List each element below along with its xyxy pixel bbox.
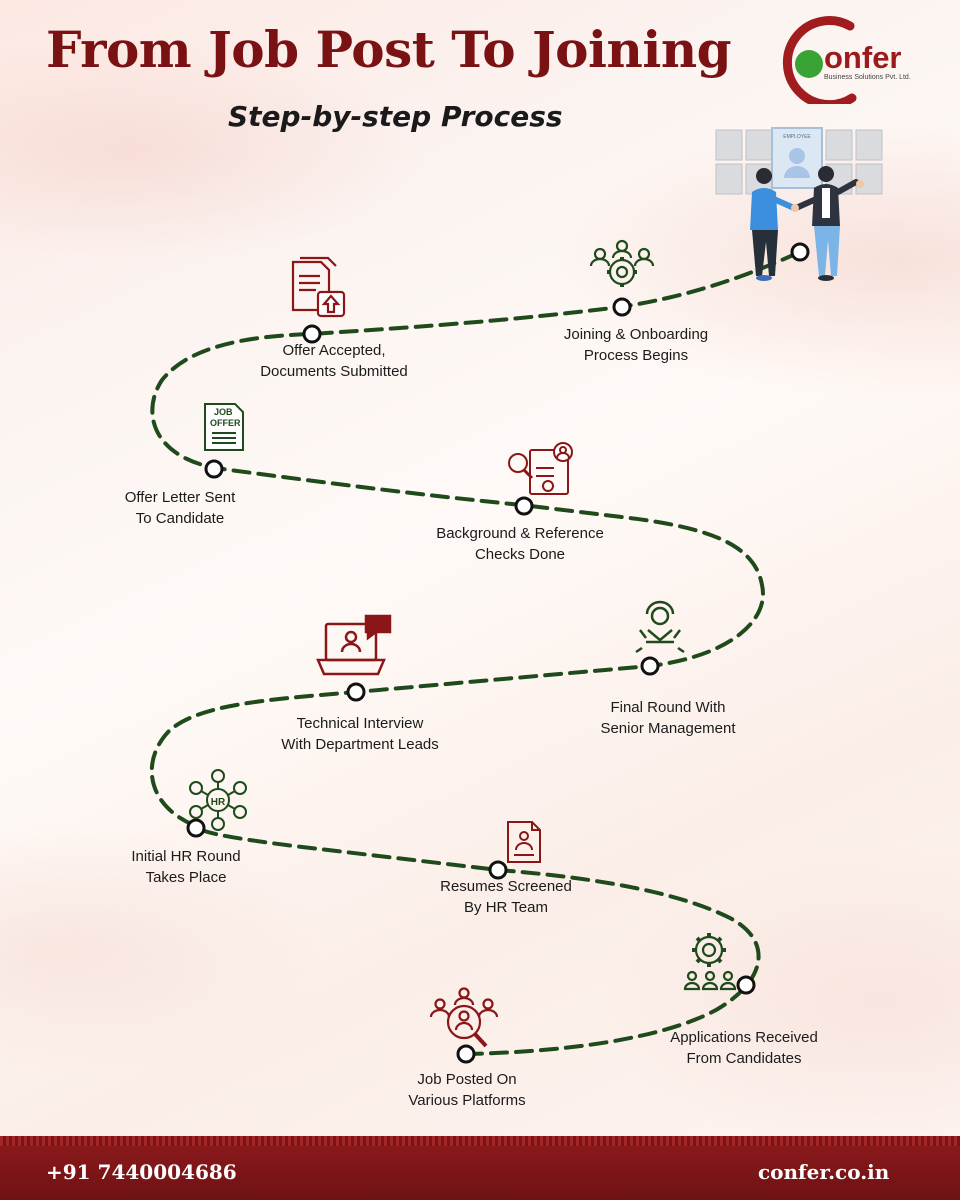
svg-text:EMPLOYEE: EMPLOYEE: [783, 134, 811, 140]
documents-upload-icon: [291, 256, 346, 318]
step-label-9: Offer Accepted,Documents Submitted: [260, 342, 408, 380]
handshake-illustration: EMPLOYEE: [715, 127, 883, 281]
senior-management-icon: [635, 600, 685, 654]
footer-website[interactable]: confer.co.in: [758, 1160, 890, 1184]
step-node-1: [456, 1044, 476, 1064]
svg-text:JOB: JOB: [214, 407, 233, 417]
step-node-9: [302, 324, 322, 344]
page-title: From Job Post To Joining: [46, 20, 732, 79]
step-node-10: [612, 297, 632, 317]
logo-green-dot: [795, 50, 823, 78]
dashed-road-path: [149, 250, 802, 1056]
step-node-2: [736, 975, 756, 995]
step-node-end: [790, 242, 810, 262]
logo-word: onfer: [824, 40, 902, 75]
hr-network-icon: HR: [189, 769, 247, 831]
laptop-interview-icon: [316, 614, 392, 676]
step-node-7: [514, 496, 534, 516]
step-node-8: [204, 459, 224, 479]
onboarding-team-icon: [589, 239, 655, 287]
svg-text:HR: HR: [211, 797, 226, 808]
logo-tagline: Business Solutions Pvt. Ltd.: [824, 74, 911, 81]
footer-bar: [0, 1136, 960, 1200]
footer-pattern: [0, 1136, 960, 1146]
step-node-6: [640, 656, 660, 676]
job-posted-icon: [429, 987, 499, 1048]
background-check-icon: [508, 442, 573, 495]
job-offer-letter-icon: JOB OFFER: [204, 403, 244, 451]
resume-document-icon: [507, 821, 541, 863]
step-node-4: [186, 818, 206, 838]
applications-gear-icon: [683, 933, 737, 991]
footer-phone[interactable]: +91 7440004686: [46, 1160, 237, 1184]
svg-text:OFFER: OFFER: [210, 418, 241, 428]
step-node-3: [488, 860, 508, 880]
confer-logo: [782, 16, 857, 104]
page-subtitle: Step-by-step Process: [228, 100, 563, 133]
step-node-5: [346, 682, 366, 702]
